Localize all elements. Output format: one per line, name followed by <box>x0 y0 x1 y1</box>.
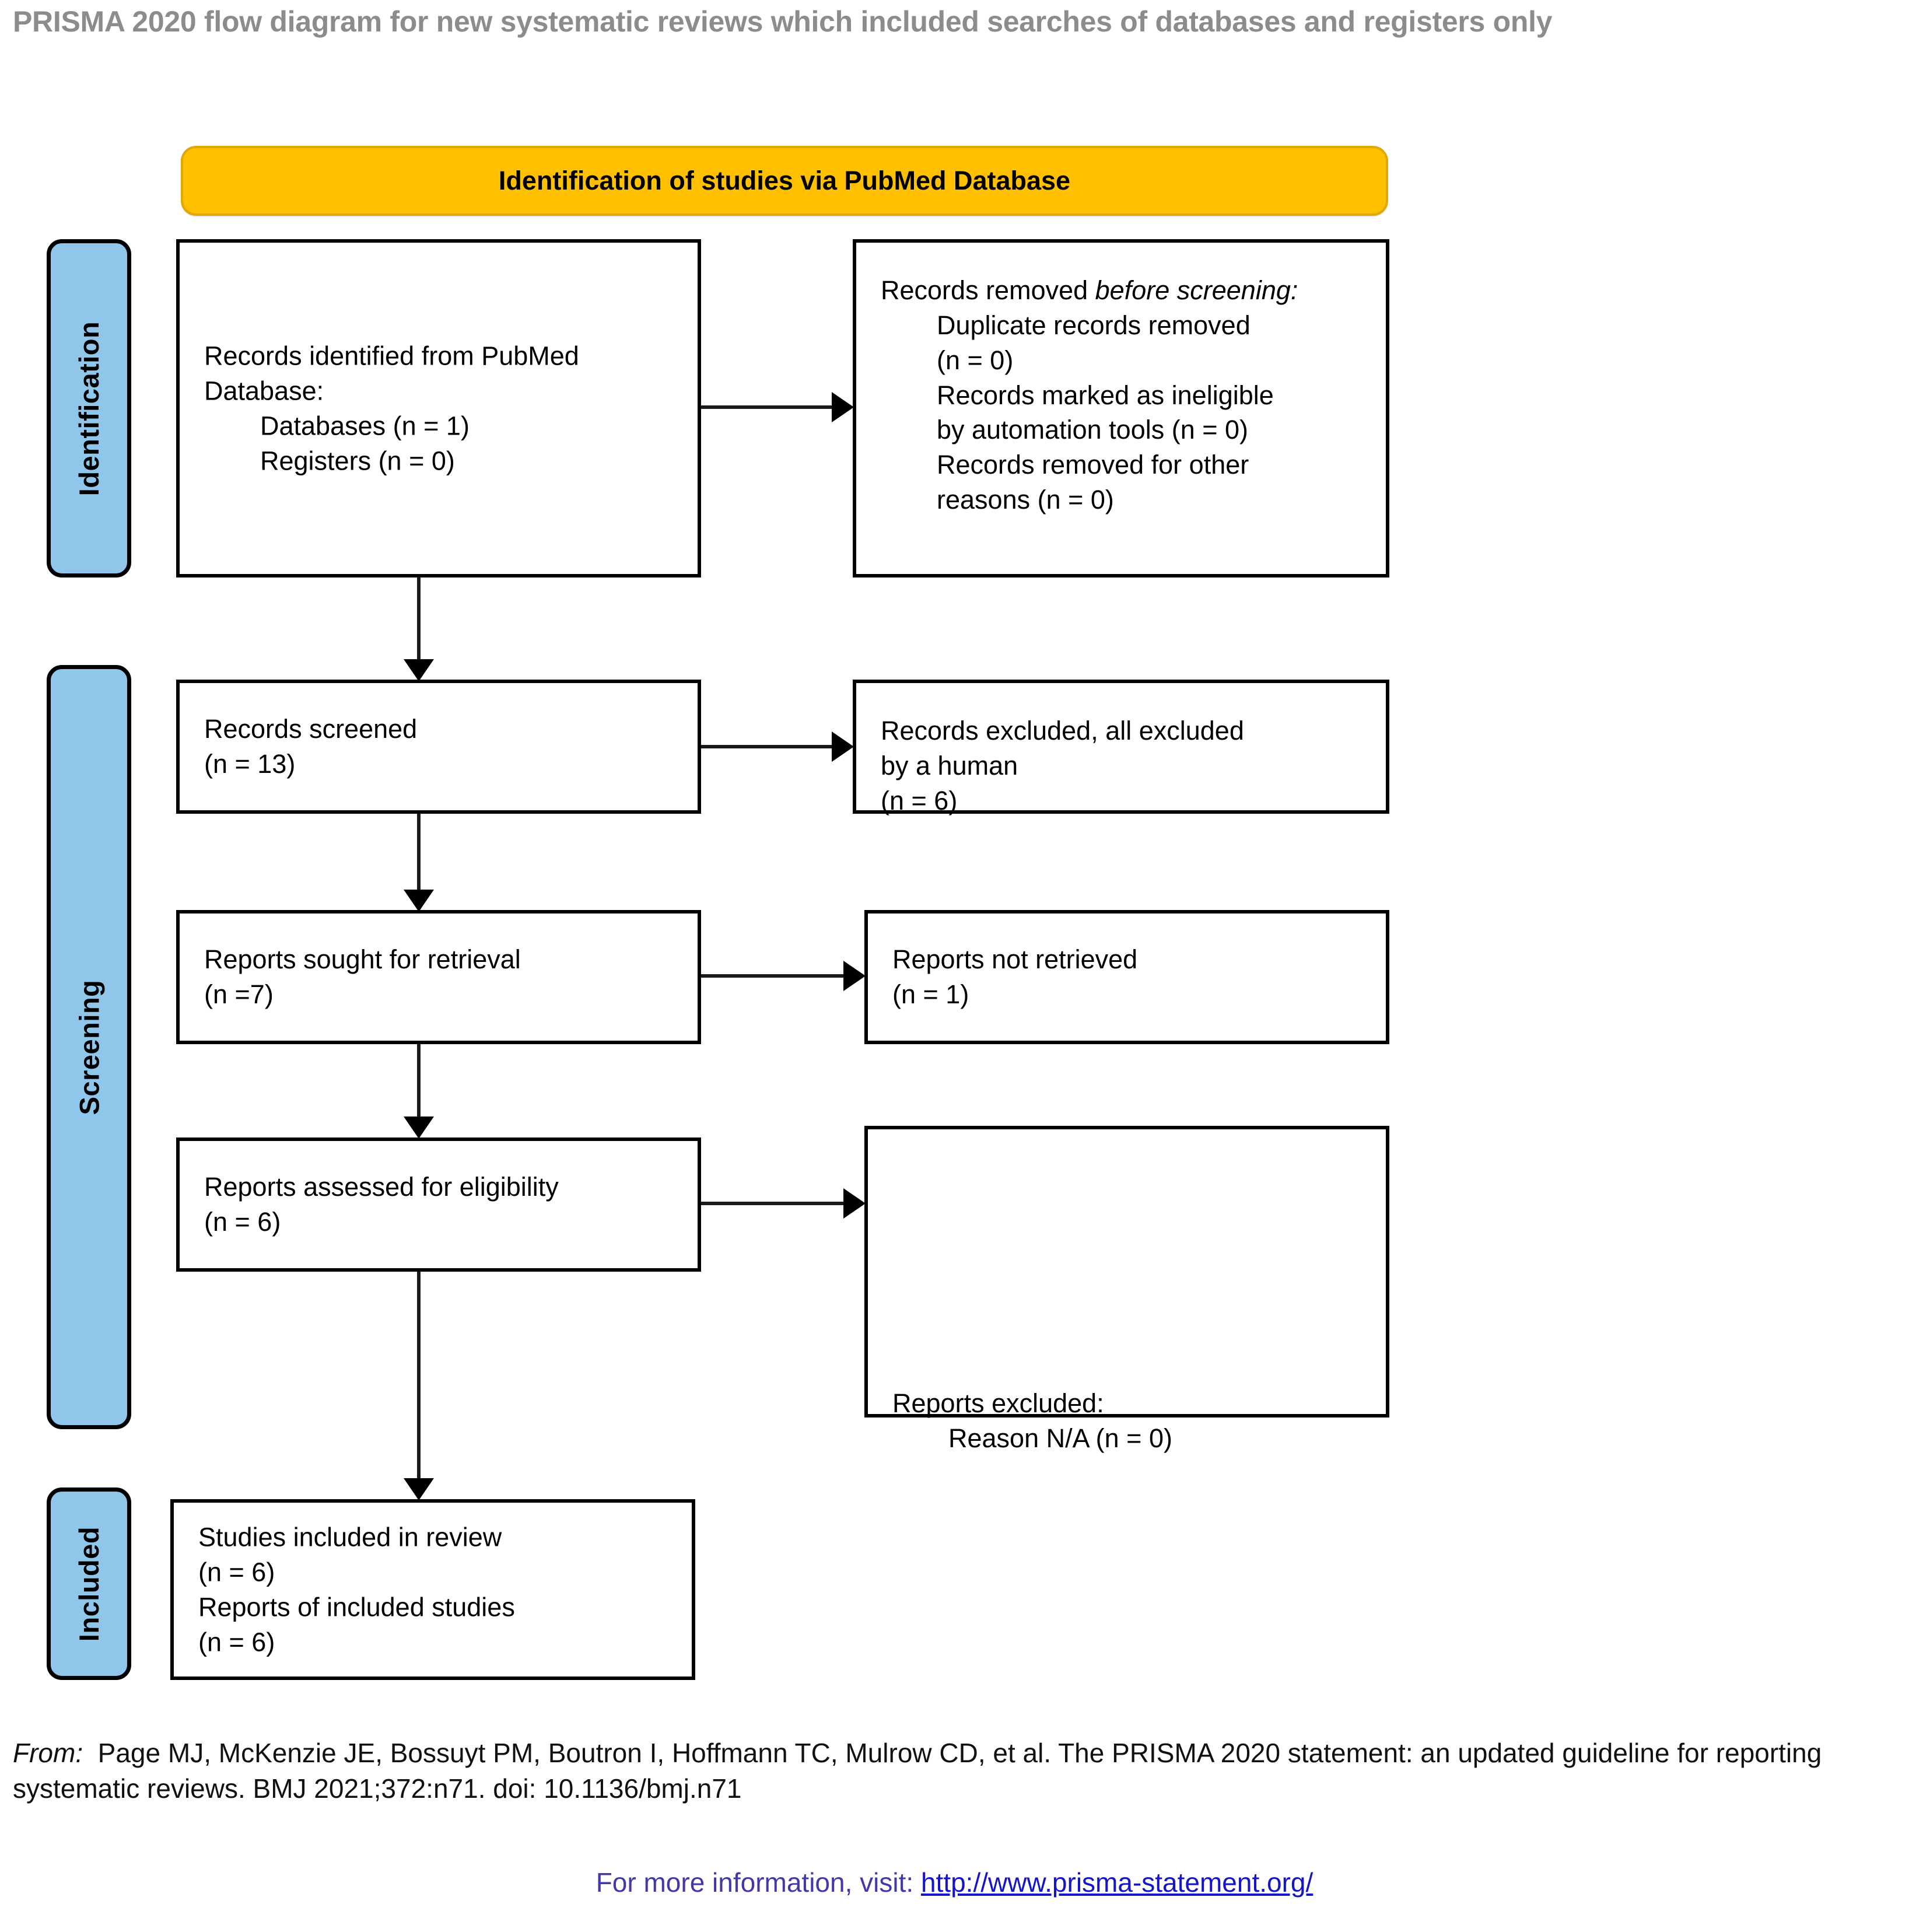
arrow-head-icon <box>404 659 434 681</box>
arrow-head-icon <box>843 1188 866 1219</box>
records-screened-n: (n = 13) <box>204 749 296 779</box>
reports-assessed-n: (n = 6) <box>204 1207 281 1237</box>
reports-of-included-studies-n: (n = 6) <box>198 1626 275 1657</box>
box-reports-sought-for-retrieval: Reports sought for retrieval (n =7) <box>176 910 701 1044</box>
box-studies-included-content: Studies included in review (n = 6) Repor… <box>198 1520 680 1659</box>
stage-bar-included: Included <box>47 1488 131 1680</box>
reports-excluded-reason: Reason N/A (n = 0) <box>948 1423 1172 1453</box>
arrow-head-icon <box>832 392 854 422</box>
arrow-head-icon <box>843 961 866 991</box>
box-records-identified: Records identified from PubMed Database:… <box>176 239 701 578</box>
arrow-line <box>701 745 832 748</box>
stage-bar-identification-label: Identification <box>73 321 105 496</box>
records-identified-line2: Database: <box>204 376 324 406</box>
arrow-screened-to-sought <box>402 814 435 912</box>
records-identified-line1: Records identified from PubMed <box>204 341 579 371</box>
records-excluded-n: (n = 6) <box>881 785 958 816</box>
box-records-screened: Records screened (n = 13) <box>176 680 701 814</box>
records-removed-ineligible-n: by automation tools (n = 0) <box>937 415 1249 445</box>
box-reports-not-retrieved-content: Reports not retrieved (n = 1) <box>892 942 1374 1012</box>
reports-not-retrieved-line1: Reports not retrieved <box>892 944 1138 975</box>
box-reports-excluded-content: Reports excluded: Reason N/A (n = 0) <box>892 1386 1374 1456</box>
stage-bar-screening: Screening <box>47 665 131 1429</box>
arrow-assessed-to-included <box>402 1272 435 1500</box>
box-records-identified-content: Records identified from PubMed Database:… <box>204 338 686 478</box>
records-removed-duplicates: Duplicate records removed <box>937 310 1251 340</box>
box-reports-sought-content: Reports sought for retrieval (n =7) <box>204 942 686 1012</box>
arrow-line <box>417 1044 421 1116</box>
box-reports-not-retrieved: Reports not retrieved (n = 1) <box>864 910 1389 1044</box>
records-screened-line1: Records screened <box>204 714 418 744</box>
box-studies-included-in-review: Studies included in review (n = 6) Repor… <box>170 1499 695 1680</box>
records-excluded-line2: by a human <box>881 750 1018 780</box>
box-reports-assessed-content: Reports assessed for eligibility (n = 6) <box>204 1170 686 1240</box>
reports-sought-n: (n =7) <box>204 979 274 1009</box>
arrow-line <box>417 1272 421 1478</box>
arrow-screened-to-excluded <box>701 730 854 763</box>
box-reports-assessed-for-eligibility: Reports assessed for eligibility (n = 6) <box>176 1138 701 1272</box>
arrow-line <box>701 974 843 978</box>
arrow-head-icon <box>404 1478 434 1500</box>
reports-not-retrieved-n: (n = 1) <box>892 979 969 1009</box>
records-removed-lead-tail: : <box>1290 275 1298 305</box>
footer-citation: From: Page MJ, McKenzie JE, Bossuyt PM, … <box>13 1735 1897 1807</box>
reports-excluded-line1: Reports excluded: <box>892 1388 1104 1418</box>
records-removed-lead: Records removed <box>881 275 1095 305</box>
arrow-sought-to-assessed <box>402 1044 435 1139</box>
arrow-assessed-to-reports-excluded <box>701 1187 866 1220</box>
arrow-line <box>701 405 832 409</box>
page-title: PRISMA 2020 flow diagram for new systema… <box>13 5 1553 38</box>
arrow-line <box>701 1202 843 1205</box>
reports-assessed-line1: Reports assessed for eligibility <box>204 1172 559 1202</box>
identification-banner-label: Identification of studies via PubMed Dat… <box>498 166 1071 195</box>
box-records-removed-content: Records removed before screening: Duplic… <box>881 273 1374 517</box>
footer-from-label: From: <box>13 1738 83 1768</box>
stage-bar-identification: Identification <box>47 239 131 578</box>
records-removed-lead-italic: before screening <box>1095 275 1291 305</box>
arrow-identified-to-removed <box>701 391 854 424</box>
box-reports-excluded: Reports excluded: Reason N/A (n = 0) <box>864 1126 1389 1453</box>
records-removed-duplicates-n: (n = 0) <box>937 345 1014 375</box>
arrow-line <box>417 578 421 659</box>
prisma-statement-link[interactable]: http://www.prisma-statement.org/ <box>920 1867 1313 1898</box>
box-records-excluded-content: Records excluded, all excluded by a huma… <box>881 713 1374 818</box>
box-records-excluded: Records excluded, all excluded by a huma… <box>853 680 1389 816</box>
arrow-head-icon <box>404 1116 434 1139</box>
box-records-screened-content: Records screened (n = 13) <box>204 712 686 782</box>
records-excluded-line1: Records excluded, all excluded <box>881 716 1244 746</box>
stage-bar-screening-label: Screening <box>73 979 104 1115</box>
records-identified-registers: Registers (n = 0) <box>260 445 455 475</box>
arrow-identified-to-screened <box>402 578 435 681</box>
records-removed-ineligible: Records marked as ineligible <box>937 380 1274 410</box>
records-identified-databases: Databases (n = 1) <box>260 411 470 440</box>
records-removed-other-n: reasons (n = 0) <box>937 485 1114 515</box>
arrow-head-icon <box>832 732 854 762</box>
footer-citation-text: Page MJ, McKenzie JE, Bossuyt PM, Boutro… <box>13 1738 1822 1804</box>
arrow-sought-to-not-retrieved <box>701 960 866 992</box>
identification-banner: Identification of studies via PubMed Dat… <box>181 146 1388 216</box>
footer-more-info: For more information, visit: http://www.… <box>0 1867 1909 1898</box>
studies-included-line1: Studies included in review <box>198 1522 502 1552</box>
footer-more-info-label: For more information, visit: <box>596 1867 914 1898</box>
arrow-line <box>417 814 421 890</box>
studies-included-n: (n = 6) <box>198 1557 275 1587</box>
records-removed-other: Records removed for other <box>937 450 1249 480</box>
box-records-removed-before-screening: Records removed before screening: Duplic… <box>853 239 1389 578</box>
reports-sought-line1: Reports sought for retrieval <box>204 944 521 975</box>
arrow-head-icon <box>404 890 434 912</box>
stage-bar-included-label: Included <box>73 1526 105 1642</box>
reports-of-included-studies: Reports of included studies <box>198 1592 515 1622</box>
